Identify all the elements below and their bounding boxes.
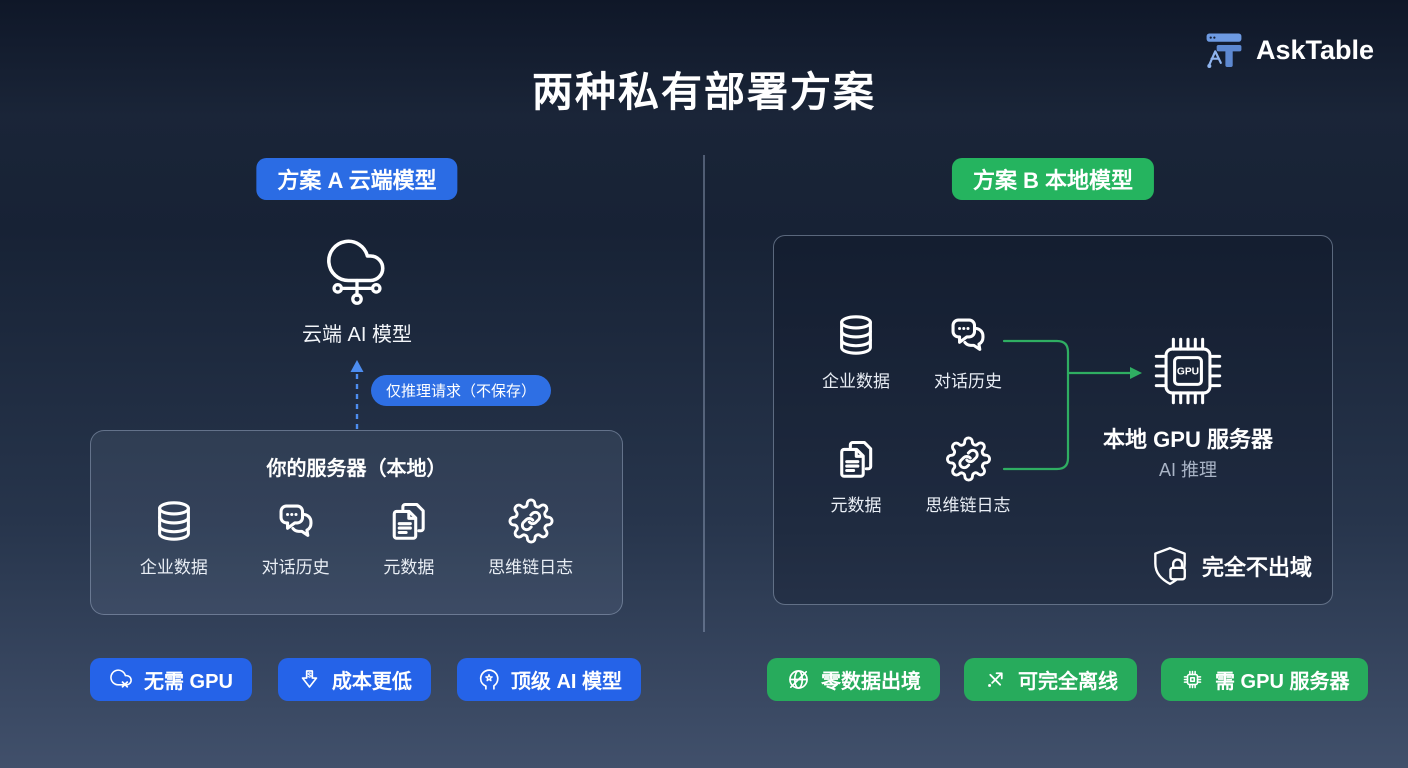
benefit-zero-data-exit: 零数据出境	[767, 658, 940, 701]
data-item-label: 思维链日志	[488, 558, 574, 577]
cost-down-icon	[301, 669, 318, 688]
data-item-label: 元数据	[830, 496, 882, 515]
benefit-label: 需 GPU 服务器	[1215, 671, 1350, 693]
gear-link-icon	[508, 498, 554, 544]
gpu-server-subtitle: AI 推理	[1158, 460, 1218, 480]
data-item-label: 企业数据	[139, 558, 208, 577]
server-box-title: 你的服务器（本地）	[266, 458, 447, 480]
benefit-fully-offline: 可完全离线	[964, 658, 1137, 701]
server-data-items: 企业数据 对话历史 元数据 思维链日志	[91, 498, 622, 578]
plan-b-benefits: 零数据出境 可完全离线 需 GPU 服务器	[767, 658, 1369, 701]
dashed-up-arrow	[350, 360, 364, 430]
benefit-no-gpu: 无需 GPU	[90, 658, 252, 701]
documents-icon	[392, 502, 425, 540]
chat-bubbles-icon	[951, 318, 985, 351]
data-item-enterprise-data: 企业数据	[822, 312, 890, 392]
cloud-model-label: 云端 AI 模型	[301, 324, 413, 346]
benefit-label: 可完全离线	[1018, 671, 1118, 693]
asktable-logo-icon	[1205, 32, 1243, 70]
data-item-enterprise-data: 企业数据	[140, 498, 208, 578]
data-item-label: 对话历史	[261, 558, 330, 577]
documents-icon	[839, 440, 872, 478]
gear-link-icon	[945, 436, 991, 482]
data-item-cot-logs: 思维链日志	[488, 498, 573, 578]
benefit-label: 成本更低	[331, 671, 412, 693]
brand-name: AskTable	[1255, 34, 1374, 65]
page-title: 两种私有部署方案	[532, 69, 876, 115]
data-item-label: 对话历史	[934, 372, 1002, 391]
benefit-top-ai-model: 顶级 AI 模型	[456, 658, 642, 701]
ai-head-star-icon	[479, 669, 499, 690]
plan-a-badge: 方案 A 云端模型	[256, 158, 458, 200]
brand-logo: AskTable	[1202, 28, 1374, 72]
cloud-off-icon	[110, 669, 133, 688]
chat-bubbles-icon	[279, 504, 313, 537]
globe-off-icon	[789, 670, 808, 689]
benefit-needs-gpu-server: 需 GPU 服务器	[1161, 658, 1369, 701]
data-item-label: 元数据	[383, 558, 435, 577]
security-note-label: 完全不出域	[1201, 555, 1312, 580]
inference-request-note: 仅推理请求（不保存）	[371, 375, 552, 406]
cloud-ai-icon	[327, 239, 385, 305]
data-item-metadata: 元数据	[831, 436, 882, 516]
data-item-label: 思维链日志	[925, 496, 1011, 515]
local-server-box: 你的服务器（本地） 企业数据 对话历史 元数据 思维链日志	[90, 430, 623, 615]
benefit-label: 顶级 AI 模型	[510, 671, 623, 693]
shield-lock-icon	[1154, 546, 1186, 586]
database-icon	[840, 315, 872, 355]
data-item-label: 企业数据	[822, 372, 890, 391]
data-item-chat-history: 对话历史	[262, 498, 330, 578]
chip-icon	[1183, 670, 1202, 689]
plan-a-benefits: 无需 GPU 成本更低 顶级 AI 模型	[90, 658, 642, 701]
benefit-label: 零数据出境	[821, 671, 921, 693]
offline-icon	[987, 672, 1003, 688]
local-deployment-box: 企业数据 对话历史 元数据 思维链日志 GPU 本地 GPU 服务器 AI 推理…	[773, 235, 1333, 605]
benefit-lower-cost: 成本更低	[277, 658, 431, 701]
security-note: 完全不出域	[1148, 544, 1312, 588]
gpu-chip-text: GPU	[1177, 367, 1199, 378]
data-item-chat-history: 对话历史	[934, 312, 1002, 392]
data-item-metadata: 元数据	[383, 498, 434, 578]
benefit-label: 无需 GPU	[144, 671, 233, 693]
column-divider	[703, 155, 705, 632]
data-item-cot-logs: 思维链日志	[926, 436, 1011, 516]
gpu-chip-icon: GPU	[1154, 337, 1222, 405]
plan-b-badge: 方案 B 本地模型	[951, 158, 1155, 200]
database-icon	[157, 501, 190, 541]
gpu-server-title: 本地 GPU 服务器	[1103, 427, 1273, 452]
